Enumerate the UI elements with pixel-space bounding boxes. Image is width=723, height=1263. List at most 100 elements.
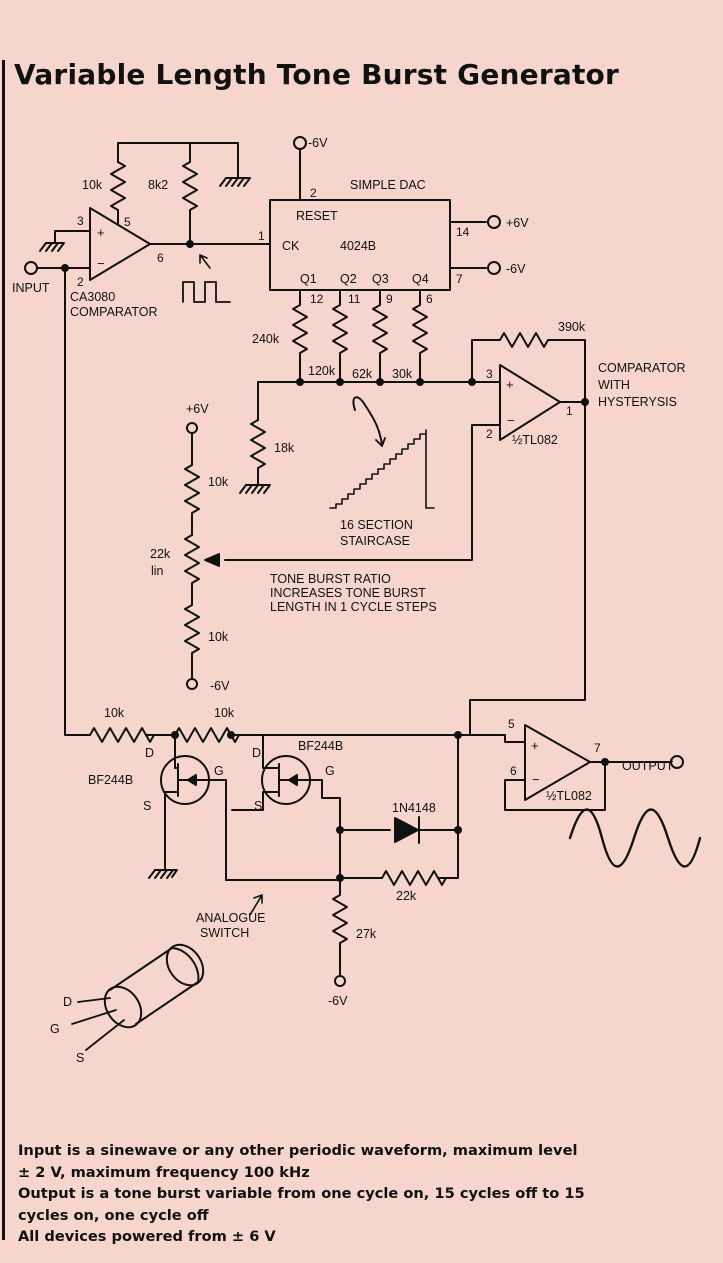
label-r10k-input: 10k — [104, 706, 125, 720]
label-analogue-2: SWITCH — [200, 926, 249, 940]
label-reset: RESET — [296, 209, 338, 223]
label-comparator: COMPARATOR — [70, 305, 158, 319]
diode-1n4148 — [394, 816, 420, 844]
label-lin: lin — [151, 564, 164, 578]
label-r27k: 27k — [356, 927, 377, 941]
label-s-right: S — [254, 799, 262, 813]
opamp-tl082-b: + − — [524, 724, 591, 801]
page-title: Variable Length Tone Burst Generator — [14, 58, 619, 91]
label-r120k: 120k — [308, 364, 336, 378]
resistor-18k — [250, 419, 266, 486]
label-r240k: 240k — [252, 332, 280, 346]
resistor-10k-pot-top — [184, 464, 200, 536]
pin-dac-2: 2 — [310, 186, 317, 200]
label-staircase-2: STAIRCASE — [340, 534, 410, 548]
label-r10k-pot-bottom: 10k — [208, 630, 229, 644]
label-q3: Q3 — [372, 272, 389, 286]
label-output: OUTPUT — [622, 759, 674, 773]
label-ca3080: CA3080 — [70, 290, 115, 304]
label-d-right: D — [252, 746, 261, 760]
pin-opamp-a-1: 1 — [566, 404, 573, 418]
fet-package-icon — [71, 943, 205, 1051]
label-ck: CK — [282, 239, 300, 253]
label-simple-dac: SIMPLE DAC — [350, 178, 426, 192]
circuit-diagram: + − — [12, 136, 702, 1065]
left-margin-rule — [2, 60, 5, 1240]
potentiometer-22k — [184, 534, 200, 606]
pin-opamp-b-5: 5 — [508, 717, 515, 731]
label-q2: Q2 — [340, 272, 357, 286]
opamp-tl082-a: + − — [499, 364, 561, 441]
pin-opamp-b-7: 7 — [594, 741, 601, 755]
svg-text:−: − — [532, 772, 540, 787]
output-sine-icon — [568, 808, 702, 868]
analogue-switch-arrow — [249, 894, 263, 916]
dac-4024b — [269, 199, 451, 291]
pin-comp-2: 2 — [77, 275, 84, 289]
label-neg6v-pot: -6V — [210, 679, 230, 693]
label-s-left: S — [143, 799, 151, 813]
label-q4: Q4 — [412, 272, 429, 286]
pin-comp-6: 6 — [157, 251, 164, 265]
label-r390k: 390k — [558, 320, 586, 334]
label-analogue-1: ANALOGUE — [196, 911, 265, 925]
label-r22k-pot: 22k — [150, 547, 171, 561]
note-line-5: All devices powered from ± 6 V — [18, 1228, 276, 1245]
label-pkg-d: D — [63, 995, 72, 1009]
label-neg6v-right: -6V — [506, 262, 526, 276]
resistor-10k-pot-bottom — [184, 604, 200, 679]
label-g-left: G — [214, 764, 224, 778]
label-r8k2: 8k2 — [148, 178, 168, 192]
svg-text:+: + — [97, 225, 105, 240]
label-bf244b-right: BF244B — [298, 739, 343, 753]
curved-arrow — [352, 396, 383, 446]
resistor-27k — [332, 894, 348, 976]
label-pos6v-pot: +6V — [186, 402, 209, 416]
label-r10k-mid: 10k — [214, 706, 235, 720]
svg-text:+: + — [506, 377, 514, 392]
label-bf244b-left: BF244B — [88, 773, 133, 787]
label-r10k-top: 10k — [82, 178, 103, 192]
resistor-10k-top — [110, 161, 126, 211]
pin-dac-1: 1 — [258, 229, 265, 243]
note-line-4: cycles on, one cycle off — [18, 1206, 209, 1224]
label-neg6v-bottom: -6V — [328, 994, 348, 1008]
label-q1: Q1 — [300, 272, 317, 286]
label-tone-ratio-1: TONE BURST RATIO — [270, 572, 391, 586]
pin-dac-11: 11 — [348, 292, 361, 306]
label-g-right: G — [325, 764, 335, 778]
note-line-2: ± 2 V, maximum frequency 100 kHz — [18, 1163, 310, 1181]
label-d-left: D — [145, 746, 154, 760]
label-comp-hyst-1: COMPARATOR — [598, 361, 686, 375]
label-diode: 1N4148 — [392, 801, 436, 815]
label-pkg-s: S — [76, 1051, 84, 1065]
staircase-waveform — [329, 429, 435, 509]
pin-dac-12: 12 — [310, 292, 324, 306]
arrow-to-clock — [199, 254, 211, 269]
pin-comp-5: 5 — [124, 215, 131, 229]
label-comp-hyst-2: WITH — [598, 378, 630, 392]
label-4024b: 4024B — [340, 239, 376, 253]
label-staircase-1: 16 SECTION — [340, 518, 413, 532]
label-pkg-g: G — [50, 1022, 60, 1036]
pin-opamp-a-3: 3 — [486, 367, 493, 381]
wiper-arrow — [204, 553, 220, 567]
pin-dac-9: 9 — [386, 292, 393, 306]
label-r22k: 22k — [396, 889, 417, 903]
label-tl082-b: ½TL082 — [546, 789, 592, 803]
label-neg6v-top: -6V — [308, 136, 328, 150]
pin-dac-7: 7 — [456, 272, 463, 286]
pin-dac-14: 14 — [456, 225, 470, 239]
notes-block: Input is a sinewave or any other periodi… — [18, 1140, 708, 1248]
resistor-10k-input — [89, 727, 155, 743]
svg-text:+: + — [531, 738, 539, 753]
label-pos6v-right: +6V — [506, 216, 529, 230]
resistor-8k2 — [182, 161, 198, 245]
fet-bf244b-right — [231, 734, 323, 811]
svg-text:−: − — [97, 256, 105, 271]
pin-comp-3: 3 — [77, 214, 84, 228]
label-r18k: 18k — [274, 441, 295, 455]
resistor-390k — [499, 332, 549, 348]
input-terminal — [24, 261, 38, 275]
label-tl082-a: ½TL082 — [512, 433, 558, 447]
